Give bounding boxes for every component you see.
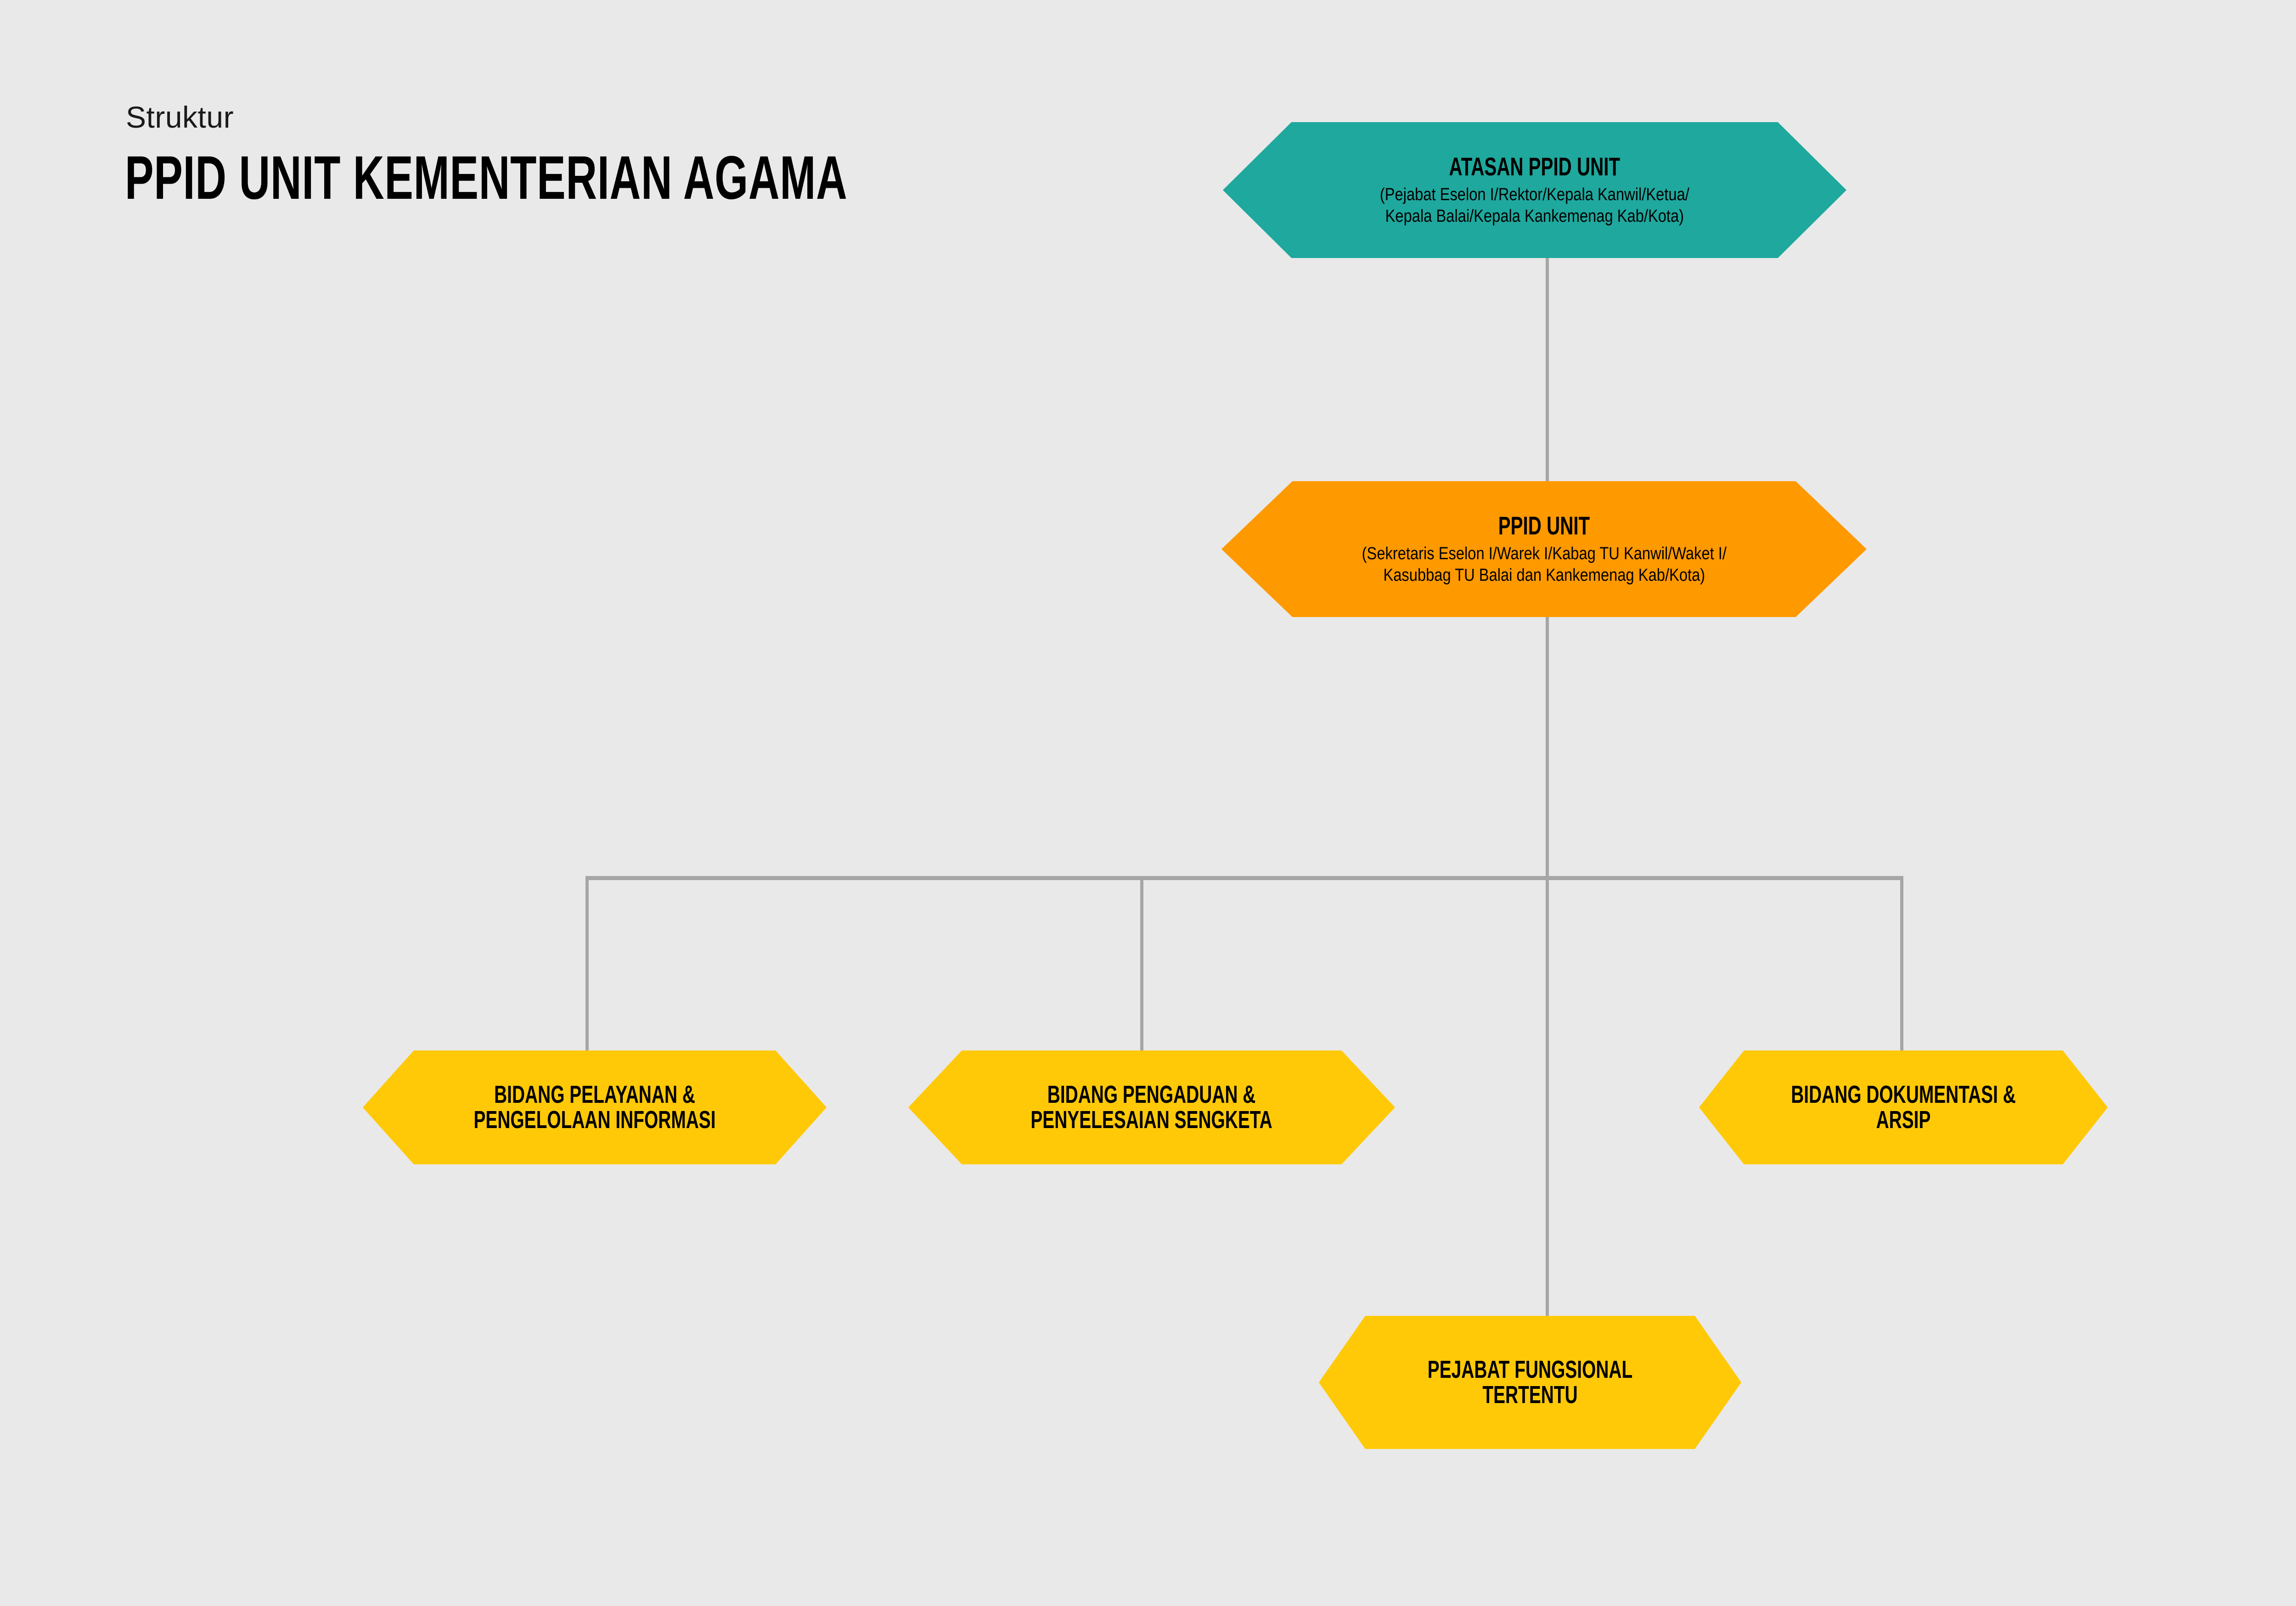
node-fungsional-title-line-1: PEJABAT FUNGSIONAL <box>1427 1355 1633 1383</box>
node-bidang-2-title-line-2: PENYELESAIAN SENGKETA <box>1030 1106 1273 1134</box>
node-bidang-1-title: BIDANG PELAYANAN & PENGELOLAAN INFORMASI <box>473 1082 715 1133</box>
node-bidang-1-title-line-2: PENGELOLAAN INFORMASI <box>473 1106 716 1134</box>
node-atasan-ppid-unit[interactable]: ATASAN PPID UNIT (Pejabat Eselon I/Rekto… <box>1223 122 1846 258</box>
node-fungsional-title: PEJABAT FUNGSIONAL TERTENTU <box>1428 1357 1632 1408</box>
node-bidang-1-title-line-1: BIDANG PELAYANAN & <box>494 1080 695 1108</box>
page-kicker: Struktur <box>126 100 234 134</box>
node-atasan-subtitle-line-1: (Pejabat Eselon I/Rektor/Kepala Kanwil/K… <box>1380 185 1689 205</box>
connector-drop-bidang-2 <box>1140 876 1143 1052</box>
page-title: PPID UNIT KEMENTERIAN AGAMA <box>125 144 848 212</box>
node-bidang-pengaduan-penyelesaian-sengketa[interactable]: BIDANG PENGADUAN & PENYELESAIAN SENGKETA <box>908 1050 1395 1164</box>
node-atasan-title: ATASAN PPID UNIT <box>1449 152 1621 181</box>
node-ppid-subtitle-line-1: (Sekretaris Eselon I/Warek I/Kabag TU Ka… <box>1362 544 1727 564</box>
node-pejabat-fungsional-tertentu[interactable]: PEJABAT FUNGSIONAL TERTENTU <box>1319 1316 1741 1449</box>
node-fungsional-title-line-2: TERTENTU <box>1482 1381 1578 1409</box>
node-atasan-subtitle-line-2: Kepala Balai/Kepala Kankemenag Kab/Kota) <box>1385 206 1684 226</box>
node-bidang-pelayanan-pengelolaan-informasi[interactable]: BIDANG PELAYANAN & PENGELOLAAN INFORMASI <box>363 1050 827 1164</box>
node-bidang-3-title-line-2: ARSIP <box>1876 1106 1931 1134</box>
node-bidang-2-title: BIDANG PENGADUAN & PENYELESAIAN SENGKETA <box>1031 1082 1272 1133</box>
node-ppid-subtitle-line-2: Kasubbag TU Balai dan Kankemenag Kab/Kot… <box>1383 565 1705 585</box>
connector-drop-bidang-3 <box>1900 876 1903 1052</box>
node-ppid-subtitle: (Sekretaris Eselon I/Warek I/Kabag TU Ka… <box>1362 543 1726 586</box>
connector-drop-bidang-1 <box>585 876 589 1052</box>
node-atasan-subtitle: (Pejabat Eselon I/Rektor/Kepala Kanwil/K… <box>1380 184 1689 227</box>
node-ppid-unit[interactable]: PPID UNIT (Sekretaris Eselon I/Warek I/K… <box>1221 481 1867 617</box>
node-ppid-title: PPID UNIT <box>1498 511 1590 540</box>
node-bidang-3-title: BIDANG DOKUMENTASI & ARSIP <box>1791 1082 2016 1133</box>
connector-distribution-bar <box>585 876 1903 880</box>
node-bidang-2-title-line-1: BIDANG PENGADUAN & <box>1047 1080 1256 1108</box>
connector-ppid-trunk <box>1546 616 1549 1318</box>
node-bidang-3-title-line-1: BIDANG DOKUMENTASI & <box>1791 1080 2016 1108</box>
connector-atasan-to-ppid <box>1546 257 1549 483</box>
node-bidang-dokumentasi-arsip[interactable]: BIDANG DOKUMENTASI & ARSIP <box>1699 1050 2108 1164</box>
